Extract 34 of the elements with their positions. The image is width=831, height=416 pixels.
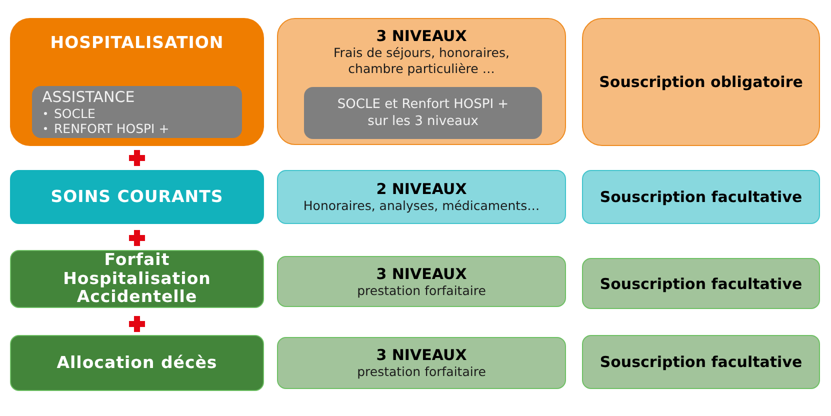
subscription-box [582, 335, 820, 389]
option-box [304, 87, 542, 139]
levels-description: Honoraires, analyses, médicaments… [303, 198, 540, 214]
category-title: Allocation décès [56, 354, 218, 372]
subscription-label: Souscription facultative [598, 353, 804, 371]
category-title: SOINS COURANTS [50, 188, 224, 206]
levels-box [277, 256, 566, 307]
levels-heading: 3 NIVEAUX [375, 346, 468, 364]
category-box [10, 250, 264, 308]
bullet-item: SOCLE [42, 106, 96, 120]
levels-box [277, 337, 566, 389]
subscription-box [582, 170, 820, 224]
levels-heading: 2 NIVEAUX [375, 180, 468, 198]
subscription-label: Souscription facultative [598, 188, 804, 206]
category-title: HOSPITALISATION [50, 34, 224, 52]
levels-box [277, 170, 566, 224]
category-box [10, 170, 264, 224]
subscription-box [582, 258, 820, 309]
category-box [10, 335, 264, 391]
option-heading: ASSISTANCE [42, 88, 135, 106]
subscription-label: Souscription facultative [598, 274, 804, 292]
option-text: SOCLE et Renfort HOSPI + sur les 3 niveaux [336, 96, 510, 130]
bullet-item: RENFORT HOSPI + [42, 120, 170, 136]
levels-box [277, 18, 566, 145]
levels-heading: 3 NIVEAUX [375, 264, 468, 282]
subscription-box [582, 18, 820, 146]
levels-description: Frais de séjours, honoraires, chambre particulière … [332, 45, 510, 77]
category-title: Forfait Hospitalisation Accidentelle [62, 251, 212, 307]
option-box [32, 86, 242, 138]
levels-description: prestation forfaitaire [357, 282, 486, 298]
category-box [10, 18, 264, 146]
levels-heading: 3 NIVEAUX [375, 27, 468, 45]
levels-description: prestation forfaitaire [357, 364, 486, 380]
subscription-label: Souscription obligatoire [598, 73, 804, 91]
